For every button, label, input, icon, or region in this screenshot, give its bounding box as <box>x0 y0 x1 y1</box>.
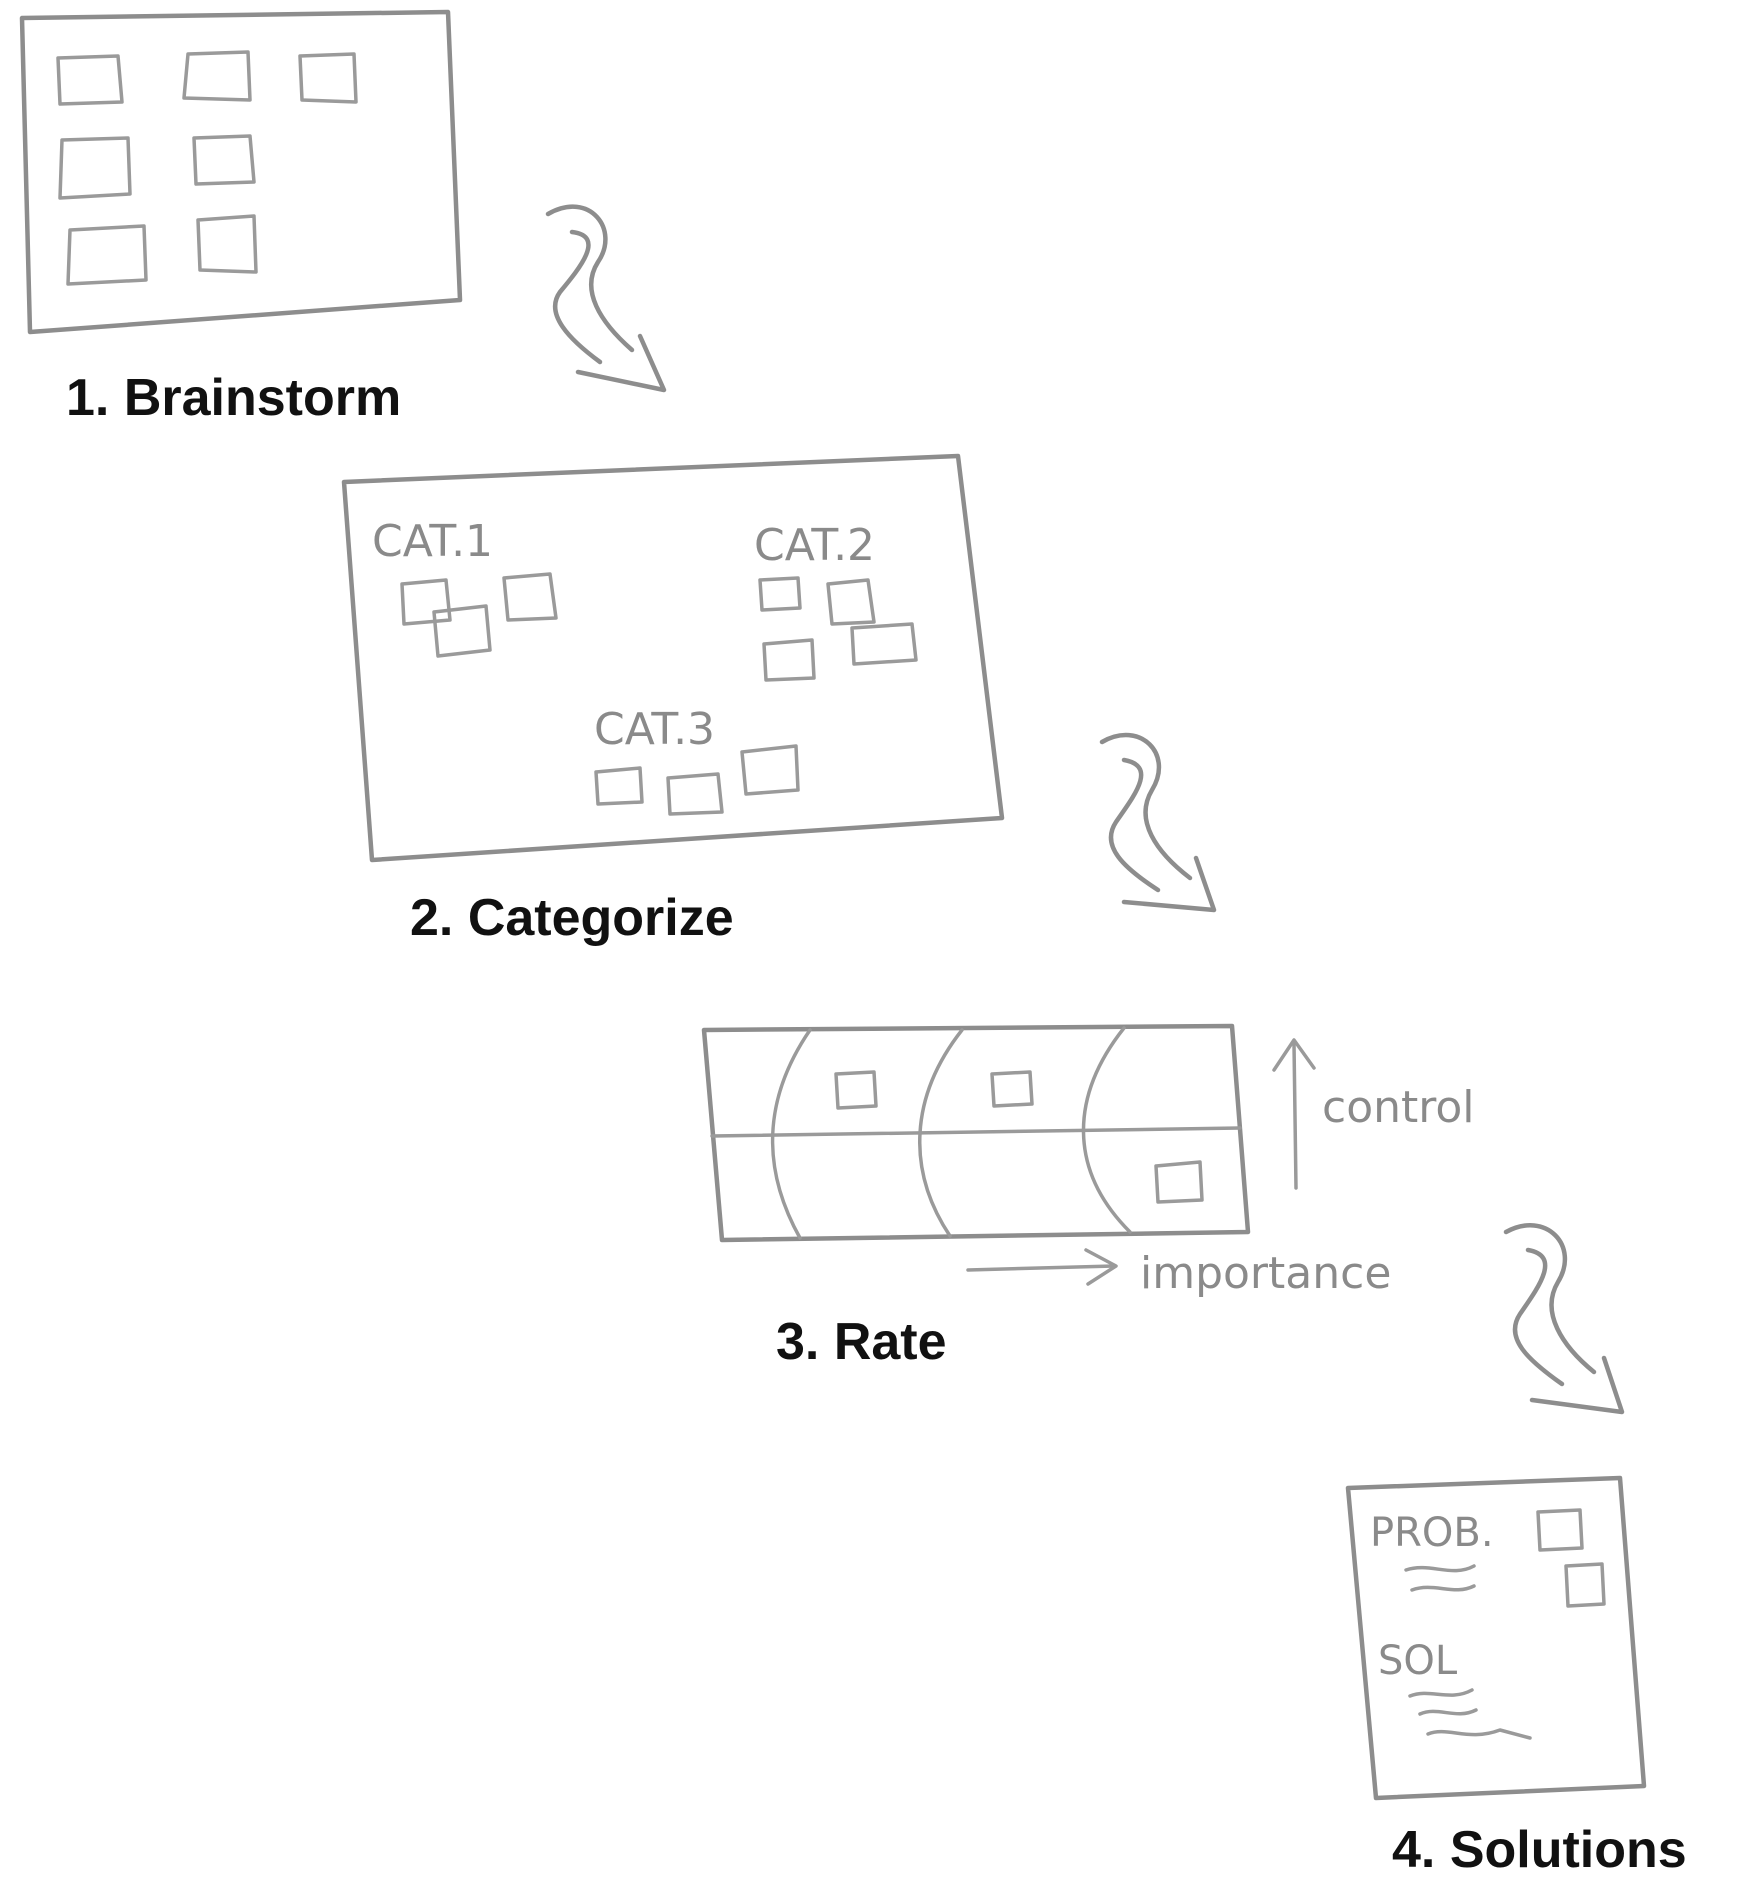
flow-arrow-2 <box>1099 732 1217 913</box>
problem-note-2 <box>1564 1562 1606 1608</box>
brainstorm-notes <box>56 50 358 286</box>
cat-2-label: CAT.2 <box>754 520 875 571</box>
categorize-board: CAT.1 CAT.2 CAT.3 <box>341 453 1005 863</box>
step-1-label: 1. Brainstorm <box>66 369 402 427</box>
flow-arrow-3 <box>1503 1223 1625 1415</box>
category-notes <box>400 572 918 816</box>
importance-axis-arrow <box>966 1248 1118 1286</box>
brainstorm-board <box>19 9 463 335</box>
rated-notes <box>834 1070 1204 1204</box>
solutions-sheet: PROB. SOL <box>1345 1475 1647 1801</box>
cat-3-label: CAT.3 <box>594 704 715 755</box>
solution-label: SOL <box>1378 1638 1458 1684</box>
control-axis-label: control <box>1322 1082 1475 1133</box>
problem-note <box>1536 1508 1584 1552</box>
control-axis-arrow <box>1272 1038 1316 1190</box>
step-4-label: 4. Solutions <box>1392 1821 1687 1879</box>
flow-arrow-1 <box>545 204 667 393</box>
rate-grid: control importance <box>701 1023 1475 1299</box>
importance-axis-label: importance <box>1140 1248 1391 1299</box>
problem-label: PROB. <box>1370 1510 1494 1556</box>
cat-1-label: CAT.1 <box>372 516 493 567</box>
step-3-label: 3. Rate <box>776 1313 947 1371</box>
step-2-label: 2. Categorize <box>410 889 734 947</box>
